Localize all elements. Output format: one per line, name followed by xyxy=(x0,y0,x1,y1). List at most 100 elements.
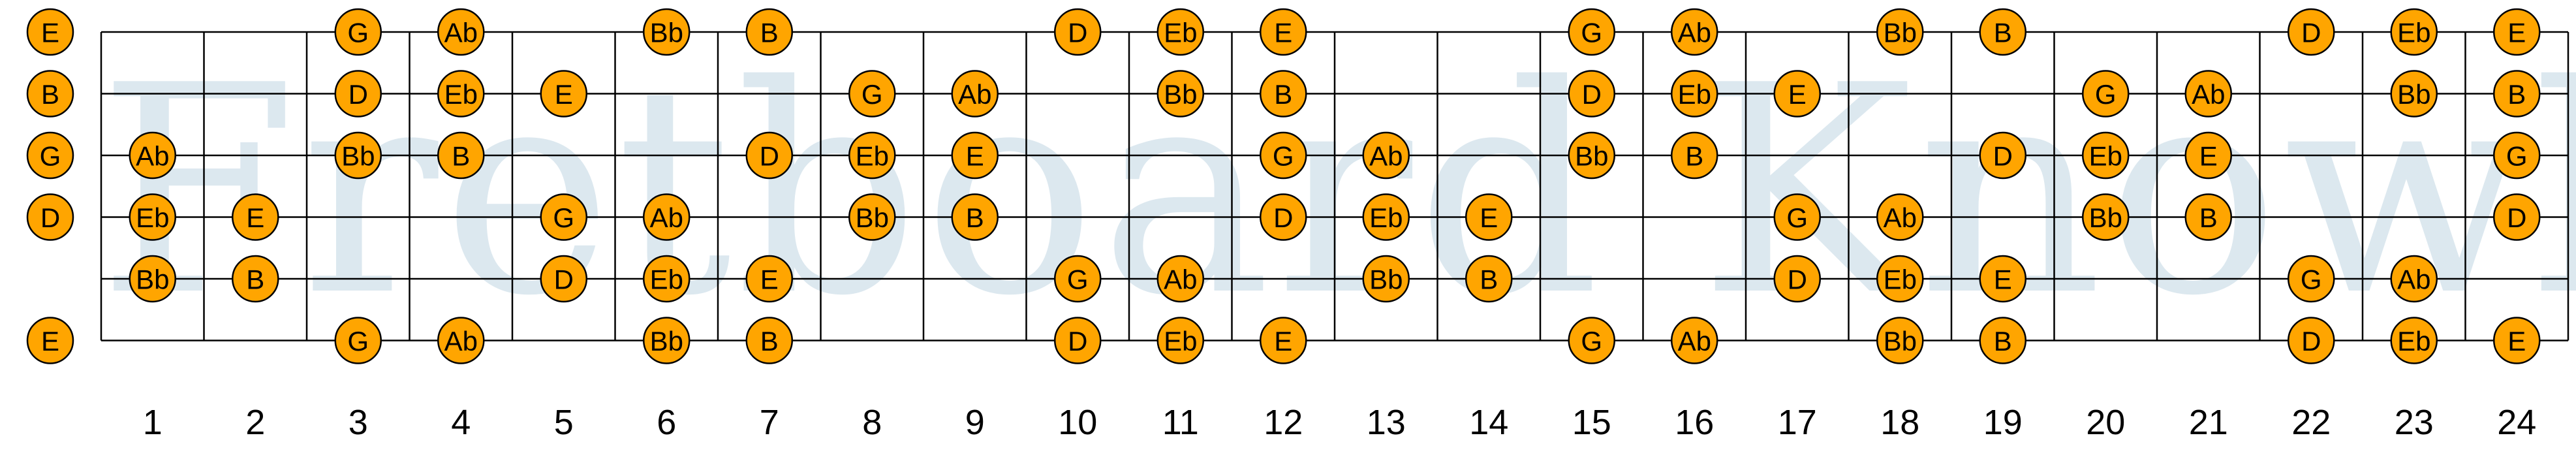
fret-note: E xyxy=(540,70,587,118)
note-circle xyxy=(334,131,382,180)
fret-note: B xyxy=(1260,70,1307,118)
note-label: B xyxy=(246,264,264,295)
note-circle xyxy=(2082,131,2130,180)
note-label: D xyxy=(554,264,574,295)
fret-note: Eb xyxy=(1156,317,1204,364)
fret-number: 21 xyxy=(2189,403,2228,442)
note-label: Bb xyxy=(856,202,889,233)
fret-note: E xyxy=(2184,131,2232,180)
fret-note: E xyxy=(1260,317,1307,364)
note-label: Bb xyxy=(2089,202,2122,233)
fret-note: Eb xyxy=(1876,255,1924,303)
fret-note: Eb xyxy=(848,131,896,180)
note-label: Bb xyxy=(1575,141,1608,172)
fret-note: Ab xyxy=(1671,317,1718,364)
fret-note: E xyxy=(745,255,793,303)
note-circle xyxy=(1362,193,1410,241)
fret-note: D xyxy=(2493,193,2541,241)
fret-note: G xyxy=(2082,70,2130,118)
note-circle xyxy=(1979,255,2026,303)
fret-note: E xyxy=(2493,317,2541,364)
note-label: G xyxy=(1273,141,1294,172)
note-circle xyxy=(1568,8,1615,56)
note-circle xyxy=(1773,255,1821,303)
fret-number: 1 xyxy=(143,403,163,442)
note-circle xyxy=(1773,193,1821,241)
note-label: G xyxy=(347,326,369,356)
note-label: Eb xyxy=(136,202,169,233)
fret-number: 7 xyxy=(760,403,779,442)
fret-note: G xyxy=(334,8,382,56)
note-circle xyxy=(643,317,691,364)
fret-note: G xyxy=(334,317,382,364)
note-label: G xyxy=(1786,202,1808,233)
open-string-note: E xyxy=(26,8,74,56)
fret-note: Ab xyxy=(129,131,176,180)
fret-number: 5 xyxy=(554,403,574,442)
note-circle xyxy=(26,131,74,180)
note-label: B xyxy=(2507,79,2526,110)
note-circle xyxy=(2493,193,2541,241)
note-label: B xyxy=(1994,326,2012,356)
note-label: G xyxy=(1581,18,1602,48)
note-circle xyxy=(1979,8,2026,56)
fret-number: 11 xyxy=(1162,403,1199,442)
fret-note: G xyxy=(1260,131,1307,180)
note-circle xyxy=(1671,70,1718,118)
note-circle xyxy=(1054,255,1102,303)
note-label: E xyxy=(2507,326,2526,356)
note-label: Eb xyxy=(2089,141,2122,172)
fret-number: 16 xyxy=(1675,403,1714,442)
note-label: B xyxy=(1480,264,1498,295)
fret-note: Ab xyxy=(2184,70,2232,118)
fret-number: 12 xyxy=(1264,403,1303,442)
note-circle xyxy=(2184,70,2232,118)
fret-note: B xyxy=(2184,193,2232,241)
fret-note: Ab xyxy=(1671,8,1718,56)
note-circle xyxy=(540,193,587,241)
note-label: Ab xyxy=(1369,141,1403,172)
fret-note: D xyxy=(540,255,587,303)
fret-note: Eb xyxy=(437,70,485,118)
note-label: E xyxy=(760,264,779,295)
note-label: Ab xyxy=(650,202,683,233)
note-label: Bb xyxy=(1884,18,1917,48)
note-circle xyxy=(2082,70,2130,118)
fret-note: B xyxy=(951,193,999,241)
fret-note: B xyxy=(1979,317,2026,364)
fret-note: Bb xyxy=(643,317,691,364)
fret-note: E xyxy=(1773,70,1821,118)
note-label: B xyxy=(41,79,59,110)
fret-note: B xyxy=(1465,255,1513,303)
fret-note: Bb xyxy=(334,131,382,180)
note-label: D xyxy=(1068,326,1087,356)
note-label: E xyxy=(41,326,59,356)
note-circle xyxy=(1156,70,1204,118)
fret-number: 2 xyxy=(245,403,265,442)
fret-note: Ab xyxy=(1876,193,1924,241)
fret-note: D xyxy=(2288,8,2335,56)
fret-note: G xyxy=(848,70,896,118)
fret-note: Eb xyxy=(1671,70,1718,118)
fret-note: Bb xyxy=(643,8,691,56)
note-circle xyxy=(26,8,74,56)
note-circle xyxy=(1465,255,1513,303)
note-label: Eb xyxy=(1678,79,1711,110)
note-circle xyxy=(848,70,896,118)
note-circle xyxy=(2390,70,2438,118)
fret-note: Bb xyxy=(1568,131,1615,180)
fret-note: G xyxy=(1568,317,1615,364)
note-circle xyxy=(129,255,176,303)
note-label: G xyxy=(347,18,369,48)
fret-note: Ab xyxy=(643,193,691,241)
note-circle xyxy=(334,8,382,56)
fret-number: 4 xyxy=(451,403,471,442)
note-label: G xyxy=(1067,264,1089,295)
fret-note: Ab xyxy=(951,70,999,118)
fret-number: 24 xyxy=(2497,403,2536,442)
fret-note: E xyxy=(1979,255,2026,303)
note-label: E xyxy=(1274,18,1292,48)
fret-note: Eb xyxy=(1156,8,1204,56)
note-label: E xyxy=(1480,202,1498,233)
note-circle xyxy=(1876,317,1924,364)
